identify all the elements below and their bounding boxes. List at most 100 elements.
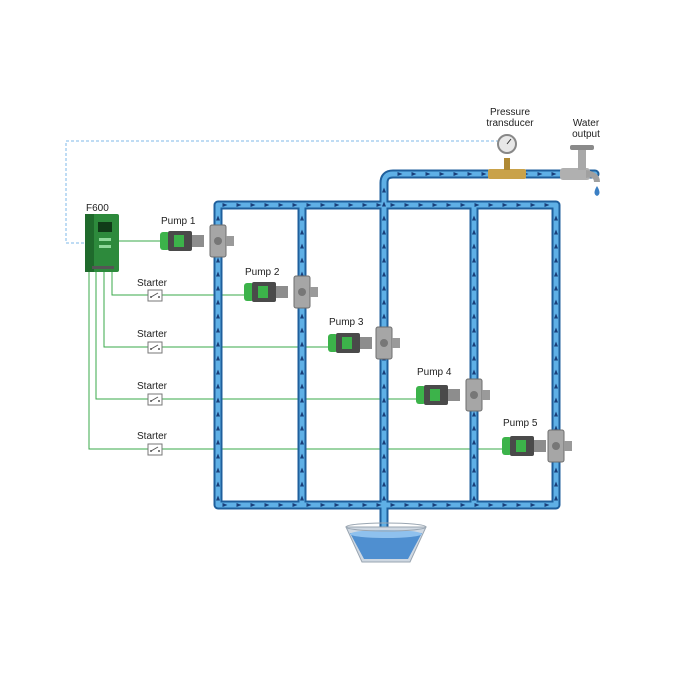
pump-3-label: Pump 3	[329, 317, 364, 328]
flow-arrow-icon	[382, 229, 386, 235]
pump-2-label: Pump 2	[245, 267, 280, 278]
flow-arrow-icon	[236, 203, 242, 207]
flow-arrow-icon	[472, 411, 476, 417]
flow-arrow-icon	[300, 243, 304, 249]
flow-arrow-icon	[516, 203, 522, 207]
flow-arrow-icon	[334, 503, 340, 507]
flow-arrow-icon	[474, 503, 480, 507]
flow-arrow-icon	[300, 313, 304, 319]
flow-arrow-icon	[250, 503, 256, 507]
flow-arrow-icon	[472, 243, 476, 249]
flow-arrow-icon	[382, 369, 386, 375]
flow-arrow-icon	[216, 467, 220, 473]
flow-arrow-icon	[216, 425, 220, 431]
flow-arrow-icon	[216, 313, 220, 319]
flow-arrow-icon	[292, 203, 298, 207]
flow-arrow-icon	[216, 439, 220, 445]
flow-arrow-icon	[300, 425, 304, 431]
flow-arrow-icon	[382, 453, 386, 459]
signal-line-pump-2	[111, 272, 246, 296]
flow-arrow-icon	[362, 203, 368, 207]
flow-arrow-icon	[554, 243, 558, 249]
flow-arrow-icon	[216, 411, 220, 417]
flow-arrow-icon	[404, 503, 410, 507]
flow-arrow-icon	[460, 503, 466, 507]
flow-arrow-icon	[300, 257, 304, 263]
flow-arrow-icon	[554, 257, 558, 263]
flow-arrow-icon	[300, 383, 304, 389]
flow-arrow-icon	[472, 481, 476, 487]
flow-arrow-icon	[411, 172, 417, 176]
flow-arrow-icon	[554, 355, 558, 361]
flow-arrow-icon	[382, 383, 386, 389]
flow-arrow-icon	[439, 172, 445, 176]
flow-arrow-icon	[502, 503, 508, 507]
water-tap-icon	[560, 145, 600, 196]
flow-arrow-icon	[292, 503, 298, 507]
flow-arrow-icon	[376, 203, 382, 207]
flow-arrow-icon	[472, 495, 476, 501]
flow-arrow-icon	[300, 481, 304, 487]
flow-arrow-icon	[382, 243, 386, 249]
flow-arrow-icon	[300, 467, 304, 473]
flow-arrow-icon	[472, 313, 476, 319]
flow-arrow-icon	[502, 203, 508, 207]
flow-arrow-icon	[382, 425, 386, 431]
flow-arrow-icon	[554, 369, 558, 375]
pressure-transducer-label: Pressure transducer	[470, 107, 550, 129]
flow-arrow-icon	[537, 172, 543, 176]
flow-arrow-icon	[554, 215, 558, 221]
starter-3-switch-icon	[147, 393, 163, 406]
flow-arrow-icon	[376, 503, 382, 507]
flow-arrow-icon	[554, 299, 558, 305]
flow-arrow-icon	[390, 203, 396, 207]
flow-arrow-icon	[300, 215, 304, 221]
pump-5-icon	[502, 429, 572, 463]
flow-arrow-icon	[418, 503, 424, 507]
flow-arrow-icon	[472, 299, 476, 305]
flow-arrow-icon	[488, 503, 494, 507]
flow-arrow-icon	[472, 229, 476, 235]
flow-arrow-icon	[418, 203, 424, 207]
flow-arrow-icon	[554, 397, 558, 403]
flow-arrow-icon	[300, 271, 304, 277]
flow-arrow-icon	[481, 172, 487, 176]
flow-arrow-icon	[222, 203, 228, 207]
signal-line-pump-4	[95, 272, 420, 400]
control-signal-lines	[88, 240, 505, 450]
flow-arrow-icon	[216, 215, 220, 221]
flow-direction-arrows	[216, 172, 585, 507]
pump-5-label: Pump 5	[503, 418, 538, 429]
flow-arrow-icon	[300, 355, 304, 361]
flow-arrow-icon	[320, 503, 326, 507]
pump-4-label: Pump 4	[417, 367, 452, 378]
flow-arrow-icon	[320, 203, 326, 207]
flow-arrow-icon	[382, 201, 386, 207]
starter-1-label: Starter	[137, 278, 168, 289]
starter-2-label: Starter	[137, 329, 168, 340]
flow-arrow-icon	[278, 503, 284, 507]
flow-arrow-icon	[530, 503, 536, 507]
flow-arrow-icon	[216, 355, 220, 361]
flow-arrow-icon	[472, 257, 476, 263]
flow-arrow-icon	[472, 467, 476, 473]
flow-arrow-icon	[467, 172, 473, 176]
flow-arrow-icon	[472, 341, 476, 347]
drive-label-f600: F600	[86, 203, 109, 214]
flow-arrow-icon	[446, 203, 452, 207]
pressure-transducer-icon	[488, 134, 526, 179]
pump-4-icon	[416, 378, 490, 412]
feedback-signal-line	[65, 140, 509, 244]
flow-arrow-icon	[382, 271, 386, 277]
flow-arrow-icon	[278, 203, 284, 207]
flow-arrow-icon	[554, 383, 558, 389]
flow-arrow-icon	[300, 411, 304, 417]
starter-2-switch-icon	[147, 341, 163, 354]
flow-arrow-icon	[216, 369, 220, 375]
flow-arrow-icon	[425, 172, 431, 176]
flow-arrow-icon	[382, 495, 386, 501]
flow-arrow-icon	[397, 172, 403, 176]
flow-arrow-icon	[334, 203, 340, 207]
flow-arrow-icon	[300, 327, 304, 333]
